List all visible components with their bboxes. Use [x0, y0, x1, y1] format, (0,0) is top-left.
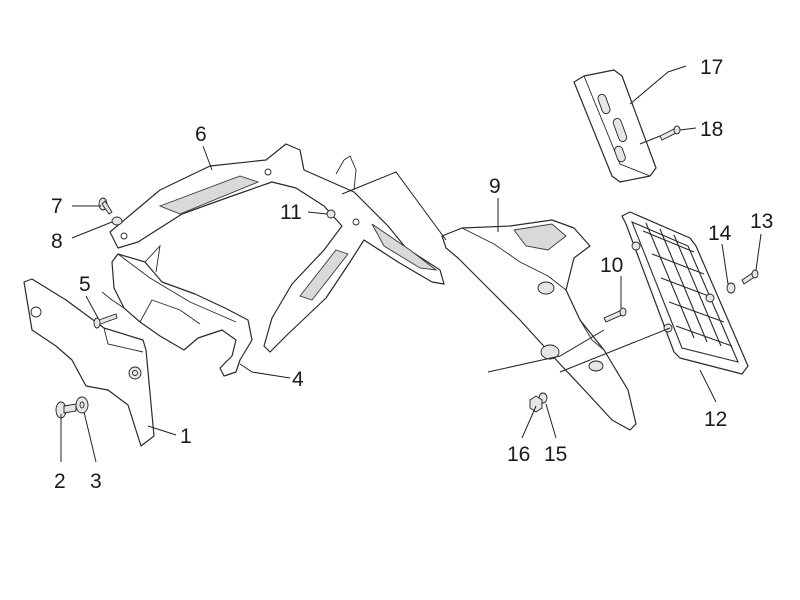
- leader-lines: [60, 65, 762, 463]
- callout-13: 13: [750, 210, 773, 233]
- part-11-nut: [326, 209, 336, 219]
- part-10-screw: [603, 307, 627, 323]
- callout-5: 5: [79, 273, 91, 296]
- callout-4: 4: [292, 368, 304, 391]
- callout-labels: 1 2 3 4 5 6 7 8 9 10 11 12 13 14 15 16 1…: [51, 56, 773, 493]
- callout-9: 9: [489, 175, 501, 198]
- part-17-light-bar: [573, 69, 657, 183]
- part-16-nut: [529, 395, 543, 413]
- part-12-reflector-grid: [621, 211, 749, 375]
- callout-17: 17: [700, 56, 723, 79]
- part-4-lower-bracket: [101, 244, 253, 377]
- callout-11: 11: [280, 201, 302, 224]
- callout-7: 7: [51, 195, 63, 218]
- part-13-screw: [741, 269, 759, 285]
- callout-16: 16: [507, 443, 530, 466]
- part-3-washer: [75, 396, 89, 414]
- callout-3: 3: [90, 470, 102, 493]
- callout-1: 1: [180, 425, 192, 448]
- callout-15: 15: [544, 443, 567, 466]
- callout-8: 8: [51, 230, 63, 253]
- callout-2: 2: [54, 470, 66, 493]
- callout-6: 6: [195, 123, 207, 146]
- part-7-screw: [98, 197, 113, 215]
- part-14-washer: [726, 282, 736, 294]
- callout-10: 10: [600, 254, 623, 277]
- part-6-frame-support: [109, 143, 445, 353]
- part-8-nut: [111, 216, 123, 226]
- part-18-screw: [659, 125, 681, 141]
- part-9-rear-fender: [441, 219, 637, 431]
- callout-18: 18: [700, 118, 723, 141]
- part-5-screw: [93, 313, 118, 329]
- callout-14: 14: [708, 222, 732, 245]
- part-2-bolt: [55, 401, 77, 419]
- part-1-plate-panel: [23, 278, 155, 447]
- callout-12: 12: [704, 408, 727, 431]
